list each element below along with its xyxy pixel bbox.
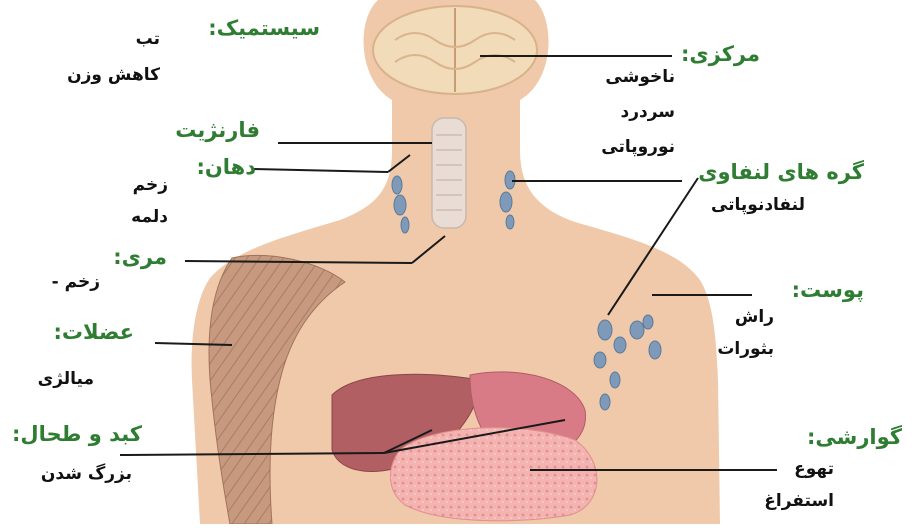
label-pharyngitis-heading: فارنژیت — [175, 118, 260, 142]
brain — [373, 6, 537, 94]
label-skin-symptom-2: بثورات — [717, 340, 774, 360]
label-central-symptom-1: ناخوشی — [605, 68, 675, 88]
label-esophagus-symptom-1: زخم - — [52, 273, 100, 293]
label-muscles-heading: عضلات: — [54, 320, 134, 344]
label-mouth-symptom-1: زخم — [133, 176, 168, 196]
label-systemic-symptom-1: تب — [136, 30, 160, 50]
label-central-heading: مرکزی: — [681, 42, 760, 66]
label-liver-spleen-heading: کبد و طحال: — [12, 422, 142, 446]
pharynx — [432, 118, 466, 228]
label-gastric-symptom-1: تهوع — [794, 460, 834, 480]
label-gastric-heading: گوارشی: — [807, 425, 902, 449]
label-esophagus-heading: مری: — [113, 245, 167, 269]
label-mouth-heading: دهان: — [196, 155, 256, 179]
label-systemic-heading: سیستمیک: — [208, 16, 320, 40]
label-gastric-symptom-2: استفراغ — [764, 492, 834, 512]
label-central-symptom-2: سردرد — [620, 103, 675, 123]
label-lymph-nodes-symptom-1: لنفادنوپاتی — [711, 196, 805, 216]
label-muscles-symptom-1: میالژی — [38, 370, 94, 390]
label-skin-symptom-1: راش — [735, 308, 774, 328]
label-skin-heading: پوست: — [792, 278, 864, 302]
label-liver-spleen-symptom-1: بزرگ شدن — [41, 465, 132, 485]
intestine — [390, 428, 596, 521]
label-mouth-symptom-2: دلمه — [131, 208, 168, 228]
label-systemic-symptom-2: کاهش وزن — [67, 66, 160, 86]
label-central-symptom-3: نوروپاتی — [601, 138, 675, 158]
label-lymph-nodes-heading: گره های لنفاوی — [698, 160, 864, 184]
